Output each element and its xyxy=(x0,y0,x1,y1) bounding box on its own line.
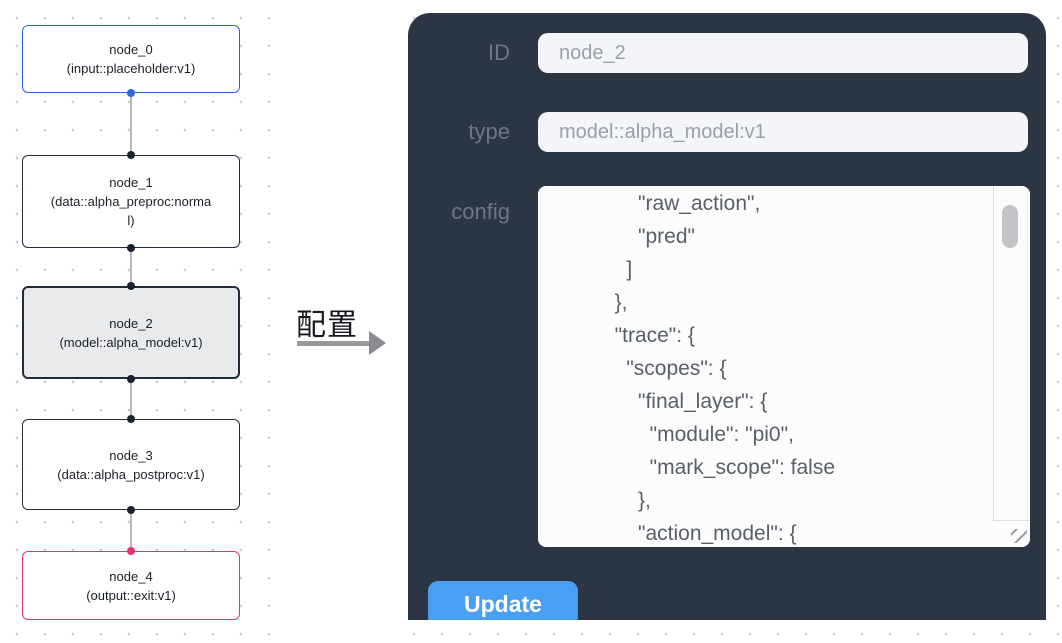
flow-node-node0[interactable]: node_0 (input::placeholder:v1) xyxy=(22,25,240,93)
node-name: node_2 xyxy=(109,315,153,331)
node-config-panel: ID type config "raw_action", "pred" ] },… xyxy=(408,13,1046,620)
edge-node0-node1 xyxy=(130,95,132,153)
edge-node1-node2 xyxy=(130,250,132,284)
edge-node3-node4 xyxy=(130,512,132,549)
node-type: (input::placeholder:v1) xyxy=(66,61,196,76)
port-dot[interactable] xyxy=(127,506,135,514)
config-field-label: config xyxy=(451,199,510,224)
update-button[interactable]: Update xyxy=(428,581,578,620)
arrow-right-icon xyxy=(369,331,386,355)
flow-node-node1[interactable]: node_1 (data::alpha_preproc:normal) xyxy=(22,155,240,248)
resize-grip-icon[interactable] xyxy=(1011,529,1027,543)
port-dot[interactable] xyxy=(127,244,135,252)
node-type: (output::exit:v1) xyxy=(86,587,176,603)
port-dot[interactable] xyxy=(127,282,135,290)
panel-canvas: ID type config "raw_action", "pred" ] },… xyxy=(388,0,1062,643)
port-dot[interactable] xyxy=(127,415,135,423)
type-field-label: type xyxy=(468,119,510,144)
flow-node-node2-selected[interactable]: node_2 (model::alpha_model:v1) xyxy=(22,286,240,379)
id-field-label: ID xyxy=(488,40,510,65)
edge-node2-node3 xyxy=(130,381,132,417)
flow-canvas: node_0 (input::placeholder:v1) node_1 (d… xyxy=(0,0,282,643)
node-type: (model::alpha_model:v1) xyxy=(59,334,203,350)
id-input[interactable] xyxy=(538,33,1028,73)
port-dot[interactable] xyxy=(127,89,135,97)
type-input[interactable] xyxy=(538,112,1028,152)
node-name: node_4 xyxy=(109,568,153,584)
node-type: (data::alpha_preproc:normal) xyxy=(50,194,212,228)
node-type: (data::alpha_postproc:v1) xyxy=(57,466,205,482)
scrollbar-track-divider xyxy=(993,520,1030,521)
configure-label: 配置 xyxy=(296,309,358,342)
scrollbar-track-divider xyxy=(993,186,994,520)
arrow-right-icon xyxy=(297,341,371,346)
node-name: node_1 xyxy=(109,175,153,190)
flow-node-node4[interactable]: node_4 (output::exit:v1) xyxy=(22,551,240,620)
node-name: node_3 xyxy=(109,447,153,463)
port-dot[interactable] xyxy=(127,151,135,159)
flow-node-node3[interactable]: node_3 (data::alpha_postproc:v1) xyxy=(22,419,240,510)
config-json-text: "raw_action", "pred" ] }, "trace": { "sc… xyxy=(614,192,835,545)
scrollbar-thumb[interactable] xyxy=(1002,205,1018,248)
port-dot[interactable] xyxy=(127,375,135,383)
port-dot[interactable] xyxy=(127,547,135,555)
config-json-editor[interactable]: "raw_action", "pred" ] }, "trace": { "sc… xyxy=(538,186,1030,547)
node-name: node_0 xyxy=(109,42,153,57)
